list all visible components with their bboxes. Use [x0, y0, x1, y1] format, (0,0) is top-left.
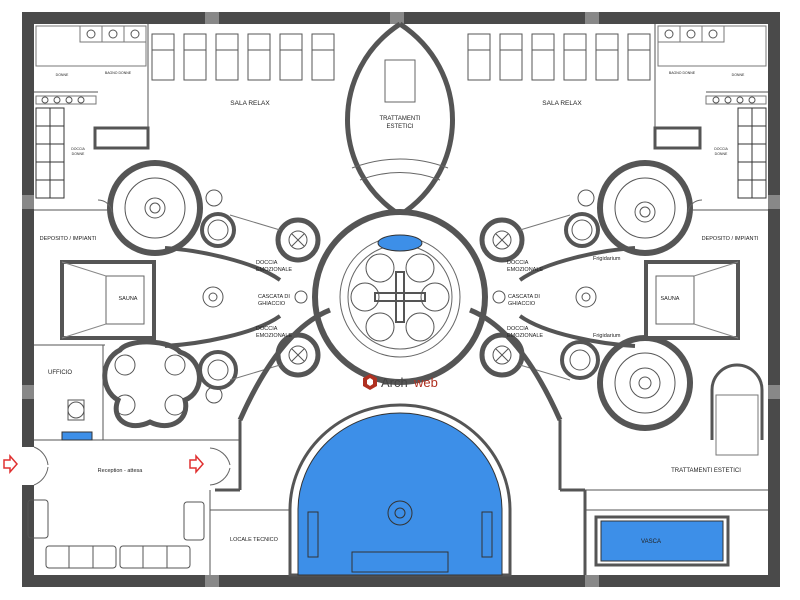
watermark-text-arch: Arch: [381, 375, 408, 390]
interior-walls: [34, 24, 768, 575]
label-bagno-donne-right: BAGNO DONNE: [669, 71, 696, 75]
archweb-watermark: Arch web: [363, 374, 438, 390]
label-doccia-l2-b: EMOZIONALE: [256, 333, 292, 339]
restroom-fixtures-left: [35, 25, 147, 199]
label-sauna-right: SAUNA: [661, 296, 680, 302]
label-sala-relax-left: SALA RELAX: [230, 100, 270, 107]
label-deposito-left: DEPOSITO / IMPIANTI: [40, 236, 97, 242]
reception-furniture: [27, 399, 205, 569]
right-round-rooms: [479, 160, 764, 456]
label-doccia-r1-a: DOCCIA: [507, 260, 529, 266]
label-cascata-l-b: GHIACCIO: [258, 301, 286, 307]
label-doccia-r1-b: EMOZIONALE: [507, 267, 543, 273]
label-cascata-r-a: CASCATA DI: [508, 294, 540, 300]
label-bagno-donne-left: BAGNO DONNE: [105, 71, 132, 75]
label-frigidarium-top: Frigidarium: [593, 256, 621, 262]
pool: [288, 403, 512, 577]
label-doccia-r2-b: EMOZIONALE: [507, 333, 543, 339]
restroom-fixtures-right: [657, 25, 767, 199]
label-ufficio: UFFICIO: [48, 370, 72, 376]
label-doccia-l1-a: DOCCIA: [256, 260, 278, 266]
label-doccia-donne-left-b: DONNE: [72, 152, 85, 156]
label-doccia-l1-b: EMOZIONALE: [256, 267, 292, 273]
label-trattamenti-right: TRATTAMENTI ESTETICI: [671, 468, 741, 474]
doors: [33, 199, 703, 486]
label-sauna-left: SAUNA: [119, 296, 138, 302]
label-doccia-donne-left-a: DOCCIA: [71, 147, 85, 151]
label-reception: Reception - attesa: [98, 468, 144, 474]
label-doccia-r2-a: DOCCIA: [507, 326, 529, 332]
label-donne-left: DONNE: [56, 73, 69, 77]
label-frigidarium-bottom: Frigidarium: [593, 333, 621, 339]
label-trattamenti-center-2: ESTETICI: [386, 124, 413, 130]
pool-hall-arc: [215, 307, 587, 575]
label-locale-tecnico: LOCALE TECNICO: [230, 537, 279, 543]
vasca-tub: [594, 515, 730, 567]
label-sala-relax-right: SALA RELAX: [542, 100, 582, 107]
label-cascata-r-b: GHIACCIO: [508, 301, 536, 307]
room-labels: SALA RELAX SALA RELAX TRATTAMENTI ESTETI…: [40, 71, 759, 545]
label-donne-right: DONNE: [732, 73, 745, 77]
left-round-rooms: [102, 160, 321, 429]
relax-loungers-right: [467, 33, 651, 81]
relax-loungers-left: [151, 33, 335, 81]
label-vasca: VASCA: [641, 539, 661, 545]
watermark-text-web: web: [413, 375, 438, 390]
label-doccia-donne-right-b: DONNE: [715, 152, 728, 156]
label-cascata-l-a: CASCATA DI: [258, 294, 290, 300]
central-hammam: [312, 209, 488, 385]
label-deposito-right: DEPOSITO / IMPIANTI: [702, 236, 759, 242]
label-doccia-l2-a: DOCCIA: [256, 326, 278, 332]
entry-arrows: [3, 454, 204, 474]
sauna-blocks: [60, 260, 740, 340]
label-trattamenti-center-1: TRATTAMENTI: [379, 116, 420, 122]
label-doccia-donne-right-a: DOCCIA: [714, 147, 728, 151]
